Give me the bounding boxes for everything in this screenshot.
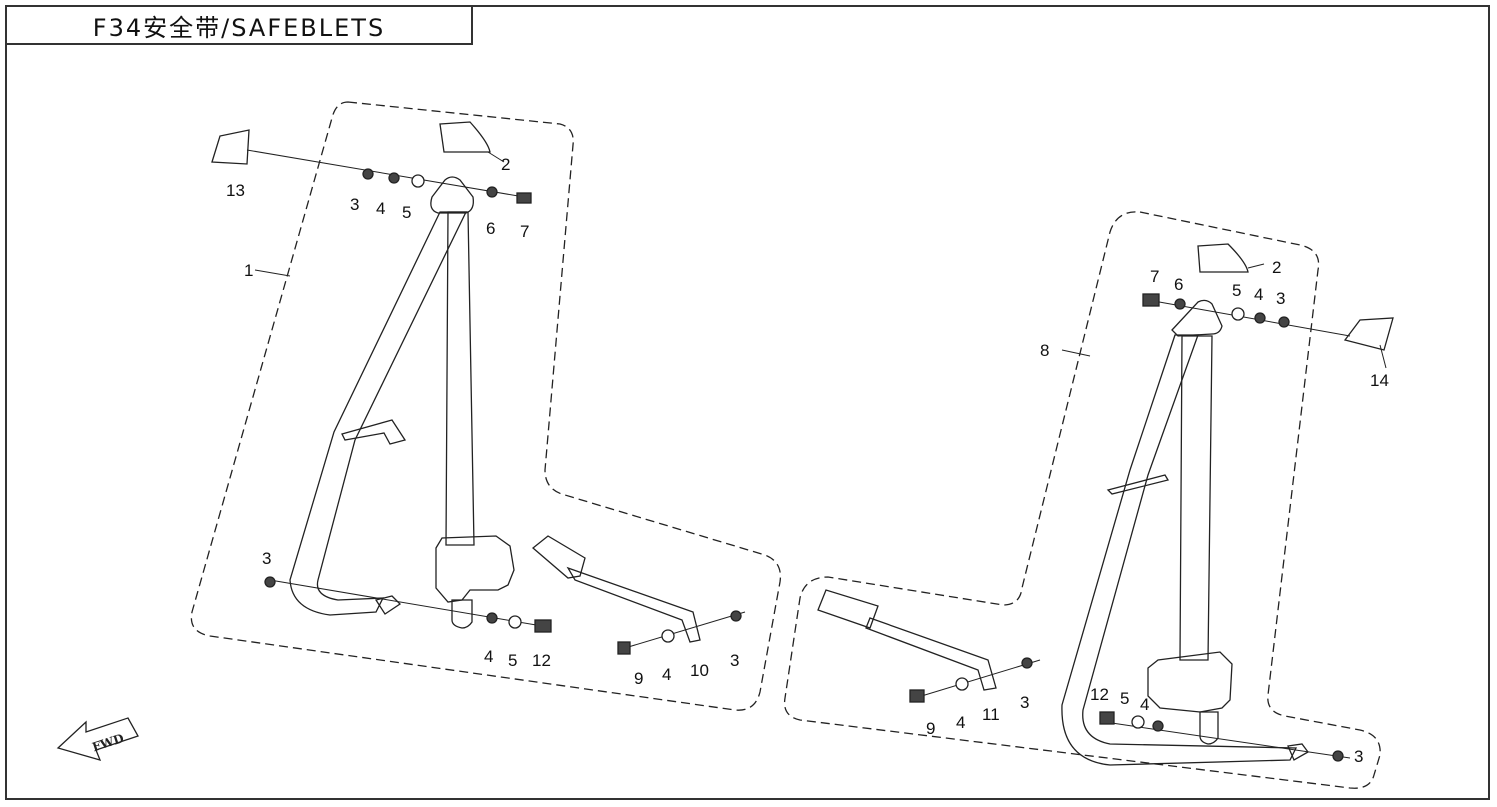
title-box: F34安全带/SAFEBLETS bbox=[5, 5, 473, 45]
right-shoulder-anchor bbox=[1171, 299, 1223, 337]
left-retractor-plate bbox=[451, 599, 473, 629]
left-trim-cover-2 bbox=[439, 121, 491, 153]
right-belt-diagonal bbox=[1061, 334, 1298, 766]
label-9-right: 9 bbox=[926, 719, 935, 738]
right-leader-lines bbox=[914, 263, 1387, 759]
left-hardware bbox=[264, 168, 742, 655]
fwd-label: FWD bbox=[90, 731, 125, 754]
label-12-left: 12 bbox=[532, 651, 551, 670]
label-5-right-lower: 5 bbox=[1120, 689, 1129, 708]
left-leader-lines bbox=[246, 149, 746, 649]
label-3-left-top: 3 bbox=[350, 195, 359, 214]
label-2-right: 2 bbox=[1272, 258, 1281, 277]
left-shoulder-anchor bbox=[430, 176, 474, 214]
trim-cover-14 bbox=[1343, 317, 1394, 351]
left-buckle bbox=[531, 535, 586, 579]
label-9-left: 9 bbox=[634, 669, 643, 688]
label-5-left-lower: 5 bbox=[508, 651, 517, 670]
right-hardware bbox=[909, 293, 1344, 762]
label-7-left: 7 bbox=[520, 222, 529, 241]
label-1: 1 bbox=[244, 261, 253, 280]
label-3-right-top: 3 bbox=[1276, 289, 1285, 308]
label-3-right-buckle: 3 bbox=[1020, 693, 1029, 712]
label-7-right: 7 bbox=[1150, 267, 1159, 286]
right-belt-vertical bbox=[1179, 335, 1213, 661]
left-belt-diagonal bbox=[289, 211, 468, 616]
trim-cover-13 bbox=[211, 129, 250, 165]
left-lower-end bbox=[374, 595, 402, 615]
label-6-right: 6 bbox=[1174, 275, 1183, 294]
right-belt-guide bbox=[1106, 474, 1170, 495]
left-seatbelt-assembly bbox=[211, 121, 701, 643]
label-13: 13 bbox=[226, 181, 245, 200]
left-belt-guide bbox=[341, 419, 407, 445]
drawing-frame bbox=[5, 5, 1490, 800]
right-retractor bbox=[1147, 651, 1233, 713]
label-4-right-lower: 4 bbox=[1140, 695, 1149, 714]
label-4-left-lower: 4 bbox=[484, 647, 493, 666]
label-2-left: 2 bbox=[501, 155, 510, 174]
label-6-left: 6 bbox=[486, 219, 495, 238]
label-12-right: 12 bbox=[1090, 685, 1109, 704]
left-buckle-stalk bbox=[566, 566, 701, 643]
right-retractor-plate bbox=[1199, 711, 1219, 745]
label-4-left-top: 4 bbox=[376, 199, 385, 218]
right-group-outline bbox=[783, 211, 1381, 789]
label-8: 8 bbox=[1040, 341, 1049, 360]
left-group-outline bbox=[190, 101, 782, 711]
page-title: F34安全带/SAFEBLETS bbox=[92, 13, 386, 42]
label-4-right-top: 4 bbox=[1254, 285, 1263, 304]
label-4-right-buckle: 4 bbox=[956, 713, 965, 732]
label-3-left-lower: 3 bbox=[262, 549, 271, 568]
right-seatbelt-assembly bbox=[817, 243, 1394, 766]
label-3-left-buckle: 3 bbox=[730, 651, 739, 670]
left-retractor bbox=[435, 535, 515, 603]
left-belt-vertical bbox=[445, 211, 475, 546]
right-trim-cover-2 bbox=[1197, 243, 1249, 273]
label-14: 14 bbox=[1370, 371, 1389, 390]
right-buckle-stalk bbox=[865, 617, 997, 691]
label-4-left-buckle: 4 bbox=[662, 665, 671, 684]
right-buckle bbox=[817, 589, 879, 629]
label-5-right-top: 5 bbox=[1232, 281, 1241, 300]
label-5-left-top: 5 bbox=[402, 203, 411, 222]
label-11: 11 bbox=[982, 705, 1000, 724]
fwd-arrow-icon bbox=[56, 717, 139, 761]
label-3-right-lower: 3 bbox=[1354, 747, 1363, 766]
label-10: 10 bbox=[690, 661, 709, 680]
